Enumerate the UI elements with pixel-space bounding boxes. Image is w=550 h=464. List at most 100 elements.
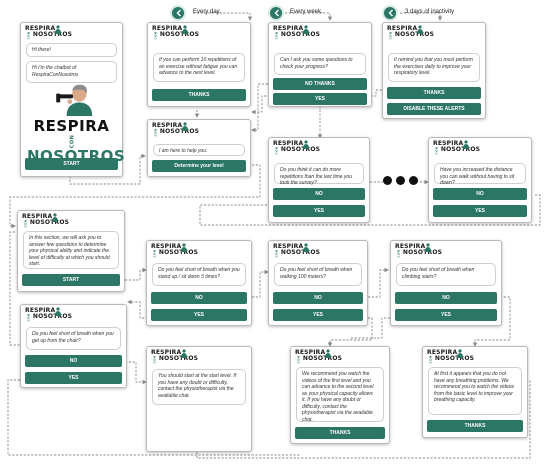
brand-line2-text: NOSOTROS	[159, 31, 200, 38]
brand-con: CON	[274, 146, 279, 155]
no-button[interactable]: NO	[151, 292, 247, 304]
determine-level-button[interactable]: Determine your level	[152, 160, 246, 172]
brand-line2-text: NOSOTROS	[280, 31, 321, 38]
thanks-button[interactable]: THANKS	[152, 89, 246, 101]
chat-bubble: Do you feel short of breath when you get…	[26, 327, 121, 350]
brand-line1: RESPIRA	[25, 307, 56, 314]
brand-line1: RESPIRA	[151, 243, 182, 250]
brand-con: CON	[428, 355, 433, 364]
person-icon	[55, 307, 61, 316]
brand-con: CON	[434, 146, 439, 155]
brand-line2-text: NOSOTROS	[32, 313, 73, 320]
thanks-button[interactable]: THANKS	[387, 87, 481, 99]
connector-walk-stairs	[368, 267, 389, 298]
brand-line2-text: NOSOTROS	[440, 146, 481, 153]
brand-line1: RESPIRA	[395, 243, 426, 250]
person-icon	[182, 25, 188, 34]
no-button[interactable]: NO	[273, 188, 365, 200]
person-icon	[463, 140, 469, 149]
person-icon	[182, 122, 188, 131]
brand-con: CON	[153, 128, 158, 137]
person-icon	[425, 243, 431, 252]
brand-line2-text: NOSOTROS	[280, 146, 321, 153]
brand-line1: RESPIRA	[152, 122, 183, 129]
yes-button[interactable]: YES	[273, 93, 367, 105]
person-icon	[52, 213, 58, 222]
person-icon	[417, 25, 423, 34]
chat-bubble: I am here to help you.	[153, 144, 245, 156]
chat-bubble: In this section, we will ask you to answ…	[23, 231, 119, 269]
connector-chair-start	[125, 361, 147, 385]
yes-button[interactable]: YES	[395, 309, 497, 321]
start-button[interactable]: START	[22, 274, 120, 286]
start-button[interactable]: START	[25, 158, 118, 170]
chat-bubble: Do you feel short of breath when you sta…	[152, 263, 246, 286]
no-button[interactable]: NO	[273, 292, 363, 304]
brand-line1: RESPIRA	[433, 140, 464, 147]
brand-con: CON	[296, 355, 301, 364]
connector-intro-standup	[125, 267, 147, 281]
no-button[interactable]: NO	[395, 292, 497, 304]
brand-con: CON	[26, 31, 31, 40]
no-thanks-button[interactable]: NO THANKS	[273, 78, 367, 90]
brand-big-line1: RESPIRA	[33, 117, 110, 135]
chat-bubble: Do you feel short of breath when climbin…	[396, 263, 496, 286]
yes-button[interactable]: YES	[433, 205, 527, 217]
brand-line2-text: NOSOTROS	[402, 249, 443, 256]
person-icon	[303, 140, 309, 149]
disable-alerts-button[interactable]: DISABLE THESE ALERTS	[387, 103, 481, 115]
chat-bubble: At first it appears that you do not have…	[428, 367, 522, 415]
yes-button[interactable]: YES	[273, 309, 363, 321]
no-button[interactable]: NO	[25, 355, 122, 367]
chat-bubble: Have you increased the distance you can …	[434, 163, 526, 186]
brand-line1: RESPIRA	[22, 213, 53, 220]
chat-bubble: Do you think it can do more repetitions …	[274, 163, 364, 186]
chat-bubble: Hi there!	[26, 43, 117, 57]
brand-line1: RESPIRA	[273, 25, 304, 32]
brand-con: CON	[152, 355, 157, 364]
trigger-daily-label: Every day.	[193, 9, 221, 15]
thanks-button[interactable]: THANKS	[427, 420, 523, 432]
thanks-button[interactable]: THANKS	[295, 427, 385, 439]
chat-bubble: Do you feel short of breath when walking…	[274, 263, 362, 286]
no-button[interactable]: NO	[433, 188, 527, 200]
brand-con: CON	[396, 249, 401, 258]
chat-bubble: Hi I'm the chatbot of RespiraConNosotros	[26, 61, 117, 83]
brand-line1: RESPIRA	[273, 243, 304, 250]
continuation-dots-icon	[383, 176, 419, 186]
brand-line1: RESPIRA	[152, 25, 183, 32]
yes-button[interactable]: YES	[151, 309, 247, 321]
yes-button[interactable]: YES	[273, 205, 365, 217]
brand-con: CON	[26, 313, 31, 322]
yes-button[interactable]: YES	[25, 372, 122, 384]
chat-bubble: We recommend you watch the videos of the…	[296, 367, 384, 423]
person-icon	[457, 349, 463, 358]
